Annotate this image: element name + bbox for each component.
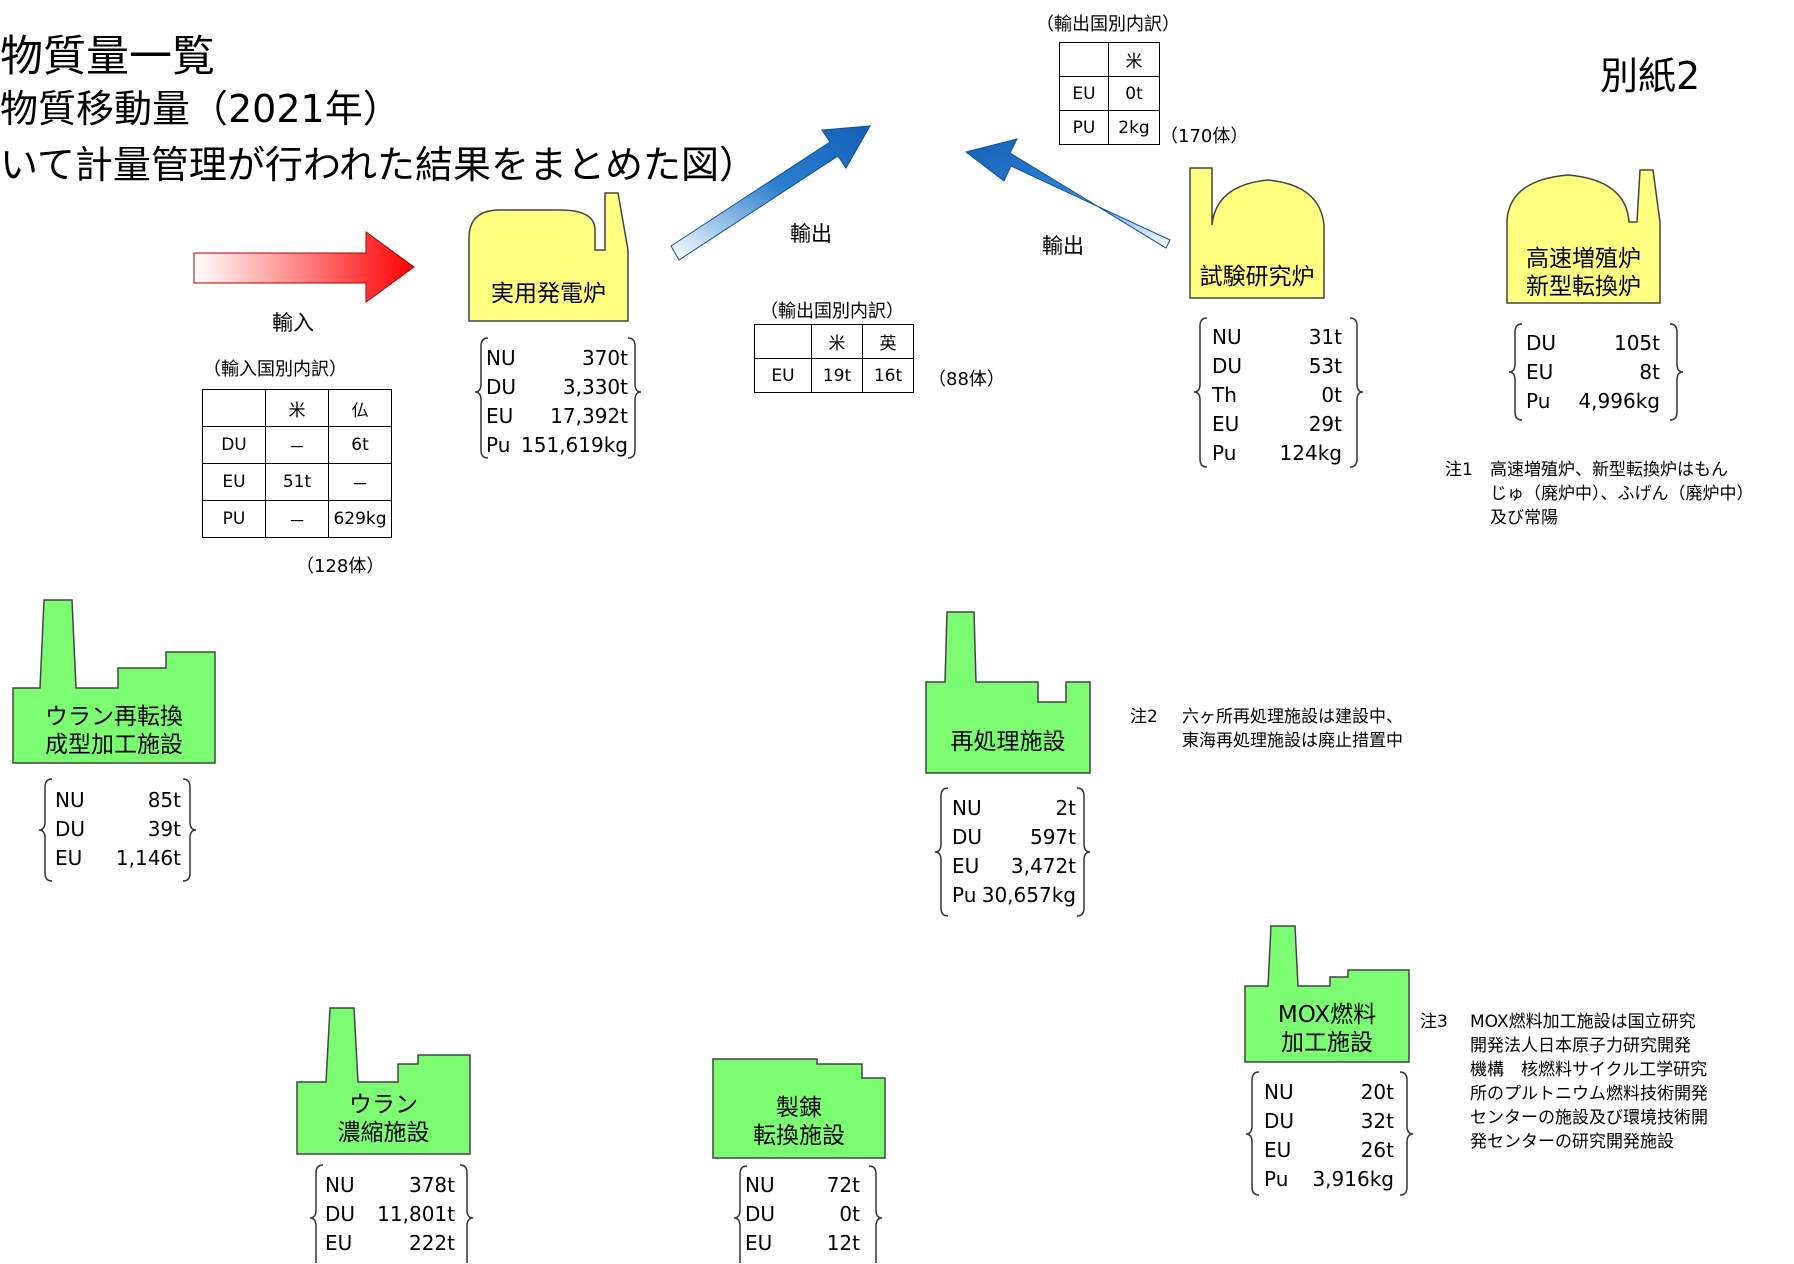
note-2: 六ヶ所再処理施設は建設中、 東海再処理施設は廃止措置中 [1182, 707, 1403, 751]
mox-label-2: 加工施設 [1281, 1030, 1373, 1056]
enrichment-label-2: 濃縮施設 [337, 1120, 430, 1146]
export-top-row-pu: PU 2kg [1059, 110, 1160, 145]
enrichment-label-1: ウラン [349, 1092, 418, 1118]
export-mid-count: （88体） [928, 369, 1005, 390]
mox-building [1244, 925, 1410, 1063]
export-label-right: 輸出 [1042, 234, 1084, 258]
import-table-caption: （輸入国別内訳） [203, 359, 347, 380]
export-arrow-research-reactor [964, 138, 1171, 249]
reconversion-label-2: 成型加工施設 [45, 732, 183, 758]
export-mid-table: 米 英 EU 19t 16t [754, 324, 914, 393]
enrichment-building [296, 1007, 471, 1155]
import-header-fr: 仏 [328, 389, 392, 427]
import-row-du: DU － 6t [202, 426, 392, 464]
page-description: いて計量管理が行われた結果をまとめた図） [0, 143, 757, 187]
uranium-reconversion-building [12, 599, 216, 764]
research-reactor-label: 試験研究炉 [1199, 264, 1315, 290]
inventory-braces [38, 317, 1684, 1263]
export-mid-row-eu: EU 19t 16t [754, 358, 914, 393]
refining-label-1: 製錬 [776, 1095, 822, 1121]
research-reactor-building [1189, 167, 1325, 299]
import-header-us: 米 [265, 389, 329, 427]
fast-reactor-label-1: 高速増殖炉 [1526, 246, 1641, 272]
fast-reactor-label-2: 新型転換炉 [1526, 274, 1641, 300]
refining-label-2: 転換施設 [753, 1123, 845, 1149]
import-row-pu: PU － 629kg [202, 500, 392, 538]
import-arrow [193, 231, 415, 303]
note-1-label: 注1 [1445, 460, 1473, 480]
export-arrow-power-reactor [670, 125, 871, 261]
export-label-left: 輸出 [790, 222, 832, 246]
note-3-label: 注3 [1420, 1012, 1448, 1032]
refining-building [712, 1058, 886, 1159]
power-reactor-label: 実用発電炉 [491, 281, 606, 307]
reprocessing-building [925, 611, 1091, 774]
note-1: 高速増殖炉、新型転換炉はもん じゅ（廃炉中）、ふげん（廃炉中） 及び常陽 [1490, 460, 1754, 528]
note-2-label: 注2 [1130, 707, 1158, 727]
import-label: 輸入 [272, 311, 314, 335]
import-count: （128体） [296, 556, 385, 577]
import-header-blank [202, 389, 266, 427]
import-table: 米 仏 DU － 6t EU 51t － PU － 629kg [202, 389, 392, 538]
page-title: 物質量一覧 [0, 32, 215, 82]
export-mid-caption: （輸出国別内訳） [760, 301, 904, 322]
reprocessing-label: 再処理施設 [950, 729, 1066, 755]
export-top-count: （170体） [1160, 126, 1249, 147]
power-reactor-building [468, 192, 629, 322]
attachment-label: 別紙2 [1600, 54, 1701, 98]
import-row-eu: EU 51t － [202, 463, 392, 501]
export-top-row-eu: EU 0t [1059, 76, 1160, 111]
export-top-table: 米 EU 0t PU 2kg [1059, 42, 1160, 145]
fast-reactor-building [1506, 169, 1661, 304]
page-subtitle: 物質移動量（2021年） [0, 87, 401, 131]
reconversion-label-1: ウラン再転換 [45, 704, 183, 730]
mox-label-1: MOX燃料 [1277, 1002, 1377, 1028]
export-top-caption: （輸出国別内訳） [1036, 14, 1180, 35]
note-3: MOX燃料加工施設は国立研究 開発法人日本原子力研究開発 機構 核燃料サイクル工… [1470, 1012, 1708, 1152]
